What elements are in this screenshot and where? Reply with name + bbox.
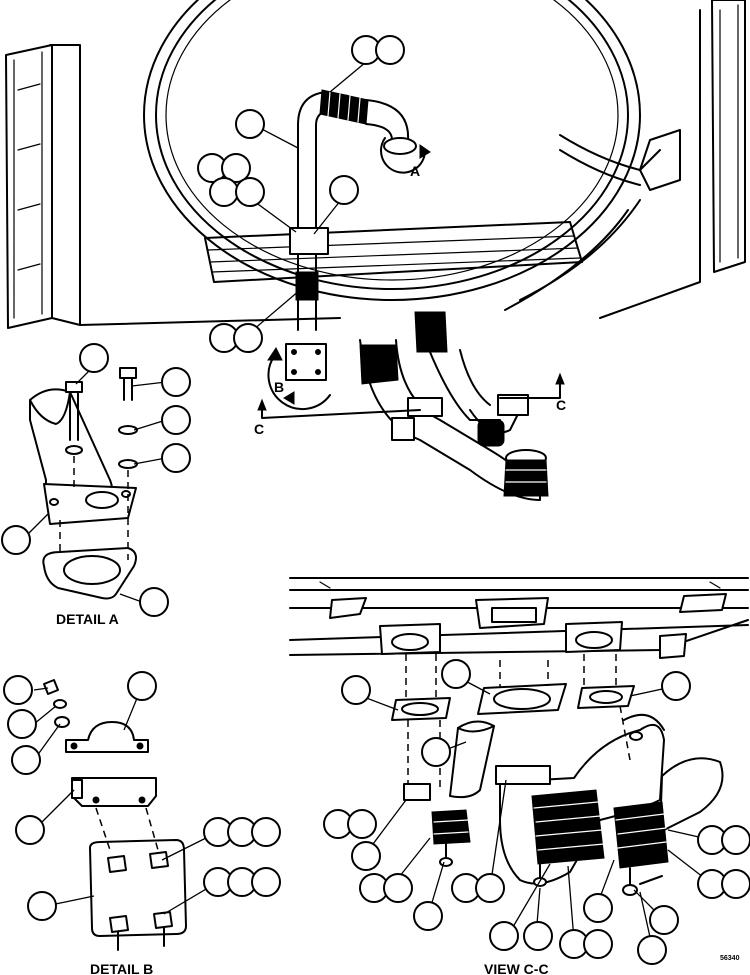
callout-bubble (139, 587, 169, 617)
callout-bubble (375, 35, 405, 65)
callout-bubble (233, 323, 263, 353)
callout-bubble (235, 109, 265, 139)
callout-bubble (79, 343, 109, 373)
callout-bubble (475, 873, 505, 903)
callout-bubble (721, 869, 750, 899)
view-marker-b: B (274, 379, 284, 395)
callout-bubble (351, 841, 381, 871)
detail-a-caption: DETAIL A (56, 611, 119, 627)
callout-bubble (251, 867, 281, 897)
callout-bubble (661, 671, 691, 701)
callout-bubble (347, 809, 377, 839)
callout-bubble (329, 175, 359, 205)
callout-bubble (7, 709, 37, 739)
bellows-upper (319, 89, 369, 125)
callout-bubble (1, 525, 31, 555)
callout-bubble (3, 675, 33, 705)
callout-bubble (15, 815, 45, 845)
section-marker-c-left: C (254, 421, 264, 437)
callout-bubble (489, 921, 519, 951)
callout-bubble (161, 367, 191, 397)
callout-bubble (421, 737, 451, 767)
callout-bubble (649, 905, 679, 935)
callout-bubble (209, 177, 239, 207)
figure-number: 56340 (720, 955, 740, 962)
callout-bubble (383, 873, 413, 903)
callout-bubble (235, 177, 265, 207)
callout-bubble (583, 929, 613, 959)
view-marker-a: A (410, 163, 420, 179)
callout-bubble (251, 817, 281, 847)
callout-bubble (413, 901, 443, 931)
detail-b-caption: DETAIL B (90, 961, 153, 975)
callout-bubble (221, 153, 251, 183)
callout-bubble (341, 675, 371, 705)
callout-bubbles (1, 35, 750, 965)
callout-bubble (11, 745, 41, 775)
view-cc-drawing (289, 577, 749, 896)
callout-bubble (637, 935, 667, 965)
callout-bubble (583, 893, 613, 923)
detail-a-drawing (29, 367, 138, 600)
callout-bubble (161, 443, 191, 473)
section-marker-c-right: C (556, 397, 566, 413)
callout-bubble (27, 891, 57, 921)
view-cc-caption: VIEW C-C (484, 961, 549, 975)
callout-bubble (441, 659, 471, 689)
callout-bubble (721, 825, 750, 855)
callout-bubble (161, 405, 191, 435)
main-assembly-view (5, 0, 746, 501)
detail-b-drawing (43, 679, 187, 951)
callout-bubble (523, 921, 553, 951)
callout-bubble (127, 671, 157, 701)
